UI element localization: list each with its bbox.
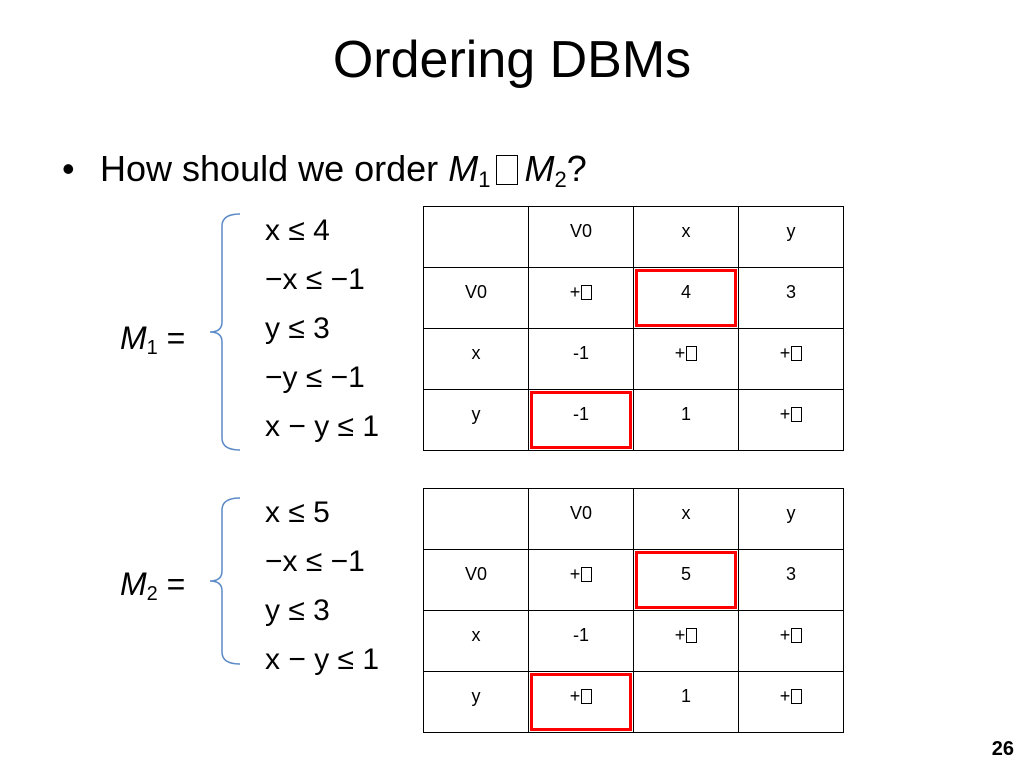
constraint-line: x ≤ 5 <box>265 496 330 529</box>
infinity-glyph-icon <box>686 346 698 361</box>
table-cell: + <box>738 671 844 733</box>
m2-label-sub: 2 <box>146 583 158 605</box>
infinity-glyph-icon <box>791 407 803 422</box>
constraint-line: −x ≤ −1 <box>265 263 365 296</box>
matrix-m2-subscript: 2 <box>554 167 567 192</box>
m1-constraints: x ≤ 4 −x ≤ −1 y ≤ 3 −y ≤ −1 x − y ≤ 1 <box>265 206 379 451</box>
table-cell: + <box>528 549 634 611</box>
table-cell: + <box>528 671 634 733</box>
infinity-glyph-icon <box>581 567 593 582</box>
table-cell: + <box>633 328 739 390</box>
table-cell: V0 <box>423 267 529 329</box>
table-cell: 5 <box>633 549 739 611</box>
m1-label-m: M <box>120 320 147 356</box>
infinity-glyph-icon <box>581 285 593 300</box>
table-cell: + <box>528 267 634 329</box>
table-cell: 3 <box>738 267 844 329</box>
table-cell <box>423 488 529 550</box>
table-cell: x <box>423 328 529 390</box>
table-cell: + <box>738 328 844 390</box>
m2-label-eq: = <box>157 566 186 602</box>
table-row: y+1+ <box>423 671 844 733</box>
table-cell: 1 <box>633 389 739 451</box>
table-row: x-1++ <box>423 610 844 672</box>
table-cell: x <box>633 488 739 550</box>
table-cell: 4 <box>633 267 739 329</box>
bullet-suffix: ? <box>566 148 587 189</box>
missing-glyph-icon <box>496 155 519 185</box>
table-cell: V0 <box>423 549 529 611</box>
constraint-line: −y ≤ −1 <box>265 361 365 394</box>
m2-label-m: M <box>120 566 147 602</box>
table-cell: y <box>423 671 529 733</box>
table-row: x-1++ <box>423 328 844 390</box>
table-cell: x <box>633 206 739 268</box>
table-cell: + <box>633 610 739 672</box>
slide-title: Ordering DBMs <box>332 31 692 89</box>
infinity-glyph-icon <box>791 689 803 704</box>
table-cell: -1 <box>528 328 634 390</box>
matrix-m1-symbol: M <box>448 148 479 189</box>
table-cell: y <box>423 389 529 451</box>
table-cell: -1 <box>528 389 634 451</box>
table-cell: V0 <box>528 488 634 550</box>
bullet-dot: • <box>62 148 75 189</box>
constraint-line: x ≤ 4 <box>265 214 330 247</box>
table-cell: -1 <box>528 610 634 672</box>
table-cell: x <box>423 610 529 672</box>
m2-brace-icon <box>209 497 241 665</box>
bullet-prefix: How should we order <box>100 148 439 189</box>
table-cell: y <box>738 206 844 268</box>
m1-label-eq: = <box>157 320 186 356</box>
infinity-glyph-icon <box>581 689 593 704</box>
m1-label-sub: 1 <box>146 337 158 359</box>
infinity-glyph-icon <box>791 628 803 643</box>
m2-label: M2 = <box>120 564 185 604</box>
table-cell: + <box>738 389 844 451</box>
constraint-line: y ≤ 3 <box>265 594 330 627</box>
m1-label: M1 = <box>120 318 185 358</box>
page-number: 26 <box>991 738 1014 760</box>
constraint-line: x − y ≤ 1 <box>265 410 380 443</box>
constraint-line: x − y ≤ 1 <box>265 643 380 676</box>
matrix-m2-symbol: M <box>524 148 555 189</box>
m1-brace-icon <box>209 213 241 451</box>
table-cell <box>423 206 529 268</box>
table-cell: y <box>738 488 844 550</box>
table-cell: + <box>738 610 844 672</box>
matrix-m1-subscript: 1 <box>478 167 491 192</box>
table-cell: 1 <box>633 671 739 733</box>
infinity-glyph-icon <box>791 346 803 361</box>
table-cell: 3 <box>738 549 844 611</box>
constraint-line: y ≤ 3 <box>265 312 330 345</box>
infinity-glyph-icon <box>686 628 698 643</box>
table-cell: V0 <box>528 206 634 268</box>
m2-constraints: x ≤ 5 −x ≤ −1 y ≤ 3 x − y ≤ 1 <box>265 488 379 684</box>
constraint-line: −x ≤ −1 <box>265 545 365 578</box>
